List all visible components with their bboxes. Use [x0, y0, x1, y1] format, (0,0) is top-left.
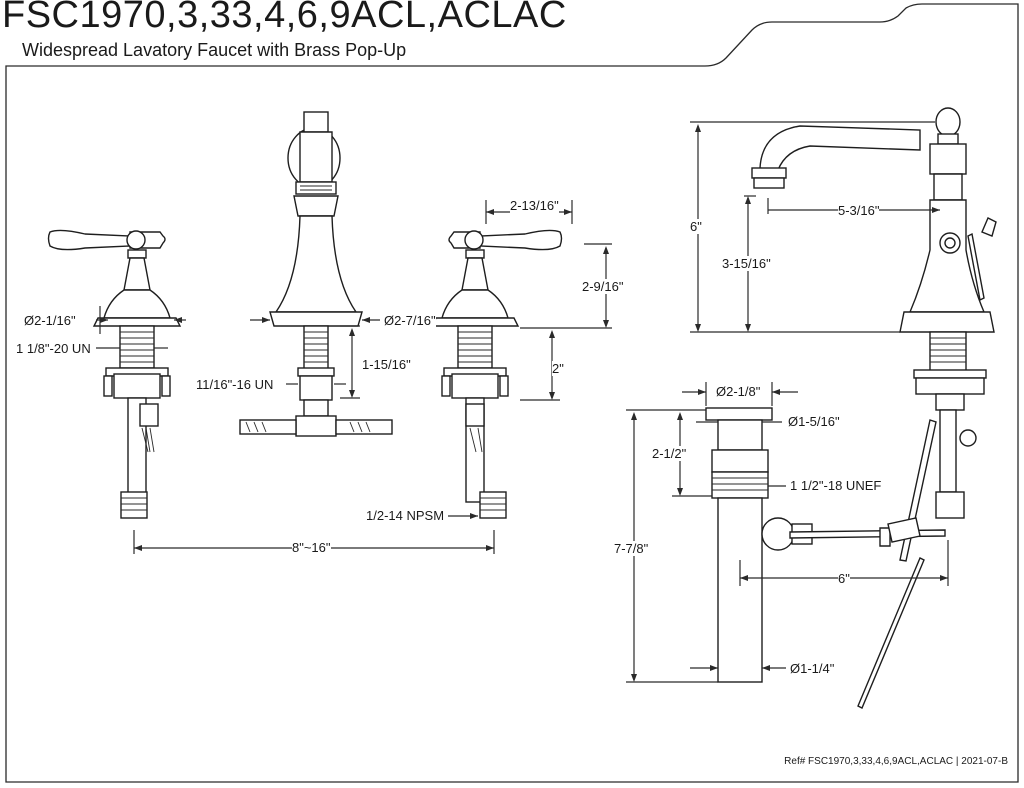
dim-handle-width: 2-13/16": [510, 198, 559, 213]
product-subtitle: Widespread Lavatory Faucet with Brass Po…: [22, 40, 407, 60]
dim-spout-shank-length: 1-15/16": [362, 357, 411, 372]
reference-note: Ref# FSC1970,3,33,4,6,9ACL,ACLAC | 2021-…: [784, 756, 1008, 767]
right-handle-valve: [430, 229, 563, 519]
dim-tee-thread: 11/16"-16 UN: [196, 377, 274, 392]
dim-handle-shank-length: 2": [552, 361, 564, 376]
dim-drain-upper-height: 2-1/2": [652, 446, 687, 461]
dim-overall-height: 6": [690, 219, 702, 234]
product-title: FSC1970,3,33,4,6,9ACL,ACLAC: [2, 0, 567, 36]
dim-spout-base-diameter: Ø2-7/16": [384, 313, 436, 328]
dim-center-spread: 8"~16": [292, 540, 331, 555]
spout-front-view: [239, 111, 393, 437]
dim-spout-reach: 5-3/16": [838, 203, 880, 218]
dim-tailpiece-diameter: Ø1-1/4": [790, 661, 835, 676]
dim-lift-rod-length: 6": [838, 571, 850, 586]
dim-drain-stopper-diameter: Ø1-5/16": [788, 414, 840, 429]
dim-handle-height: 2-9/16": [582, 279, 624, 294]
left-handle-valve: [47, 229, 182, 519]
dim-left-handle-diameter: Ø2-1/16": [24, 313, 76, 328]
dim-drain-flange-diameter: Ø2-1/8": [716, 384, 761, 399]
dim-drain-length: 7-7/8": [614, 541, 649, 556]
dim-left-thread: 1 1/8"-20 UN: [16, 341, 91, 356]
dimension-arrowheads: [100, 124, 948, 682]
dim-connection: 1/2-14 NPSM: [366, 508, 445, 523]
title-block-border: [5, 3, 1019, 783]
drain-assembly: [705, 407, 946, 709]
dim-spout-clearance: 3-15/16": [722, 256, 771, 271]
dim-drain-thread: 1 1/2"-18 UNEF: [790, 478, 882, 493]
faucet-side-view: [751, 107, 997, 562]
